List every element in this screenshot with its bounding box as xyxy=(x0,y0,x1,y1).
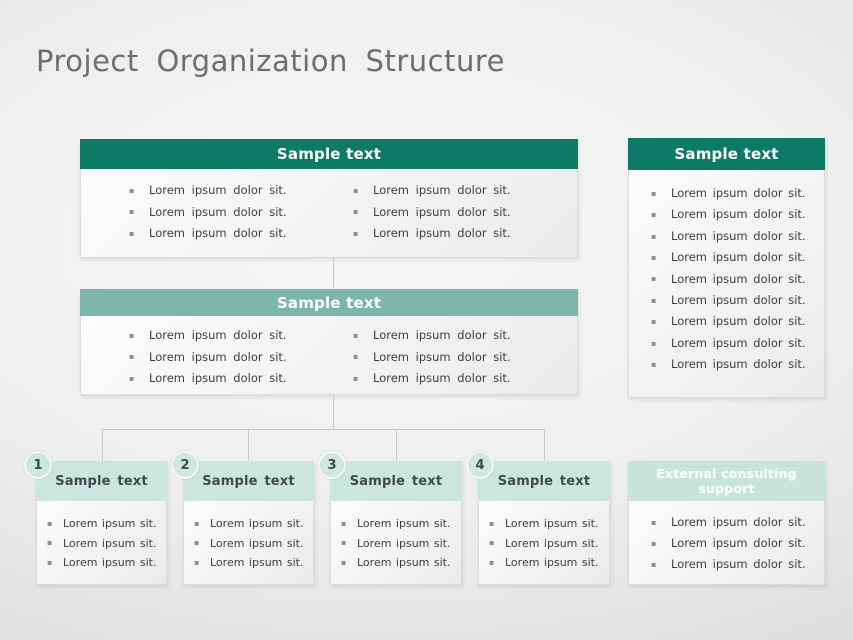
org-box-external: External consulting support Lorem ipsum … xyxy=(628,461,825,585)
org-box-middle-body: Lorem ipsum dolor sit. Lorem ipsum dolor… xyxy=(80,316,578,395)
bullet-item: Lorem ipsum sit. xyxy=(194,553,313,573)
org-box-top-header: Sample text xyxy=(80,139,578,169)
bullet-item: Lorem ipsum dolor sit. xyxy=(129,368,353,390)
org-box-team-4-header: Sample text xyxy=(478,461,610,501)
org-box-team-2-header: Sample text xyxy=(183,461,314,501)
org-box-side: Sample text Lorem ipsum dolor sit. Lorem… xyxy=(628,138,825,398)
org-box-team-4: 4 Sample text Lorem ipsum sit. Lorem ips… xyxy=(466,451,610,585)
org-box-team-2-body: Lorem ipsum sit. Lorem ipsum sit. Lorem … xyxy=(183,501,314,585)
bullet-column: Lorem ipsum dolor sit. Lorem ipsum dolor… xyxy=(129,180,353,257)
org-box-team-1-header: Sample text xyxy=(36,461,167,501)
bullet-item: Lorem ipsum sit. xyxy=(489,514,609,534)
connector-line xyxy=(248,429,249,461)
bullet-item: Lorem ipsum sit. xyxy=(47,534,166,554)
bullet-column: Lorem ipsum dolor sit. Lorem ipsum dolor… xyxy=(651,512,824,575)
bullet-item: Lorem ipsum sit. xyxy=(194,514,313,534)
org-box-external-body: Lorem ipsum dolor sit. Lorem ipsum dolor… xyxy=(628,501,825,585)
bullet-item: Lorem ipsum dolor sit. xyxy=(129,202,353,224)
connector-line xyxy=(396,429,397,461)
org-box-team-3-body: Lorem ipsum sit. Lorem ipsum sit. Lorem … xyxy=(330,501,462,585)
bullet-item: Lorem ipsum dolor sit. xyxy=(651,333,824,354)
bullet-item: Lorem ipsum sit. xyxy=(489,534,609,554)
bullet-item: Lorem ipsum dolor sit. xyxy=(651,269,824,290)
org-box-top: Sample text Lorem ipsum dolor sit. Lorem… xyxy=(80,139,578,258)
number-badge: 1 xyxy=(24,451,52,479)
org-box-side-body: Lorem ipsum dolor sit. Lorem ipsum dolor… xyxy=(628,170,825,398)
bullet-item: Lorem ipsum dolor sit. xyxy=(651,533,824,554)
bullet-item: Lorem ipsum sit. xyxy=(489,553,609,573)
bullet-item: Lorem ipsum sit. xyxy=(47,514,166,534)
org-box-team-3-header: Sample text xyxy=(330,461,462,501)
bullet-item: Lorem ipsum dolor sit. xyxy=(651,554,824,575)
bullet-item: Lorem ipsum sit. xyxy=(47,553,166,573)
bullet-item: Lorem ipsum sit. xyxy=(341,514,461,534)
bullet-item: Lorem ipsum dolor sit. xyxy=(651,311,824,332)
org-box-middle: Sample text Lorem ipsum dolor sit. Lorem… xyxy=(80,289,578,395)
bullet-item: Lorem ipsum dolor sit. xyxy=(353,223,577,245)
org-box-team-1: 1 Sample text Lorem ipsum sit. Lorem ips… xyxy=(24,451,167,585)
bullet-item: Lorem ipsum dolor sit. xyxy=(129,325,353,347)
bullet-item: Lorem ipsum dolor sit. xyxy=(353,325,577,347)
bullet-column: Lorem ipsum sit. Lorem ipsum sit. Lorem … xyxy=(194,514,313,573)
bullet-item: Lorem ipsum sit. xyxy=(341,534,461,554)
bullet-column: Lorem ipsum sit. Lorem ipsum sit. Lorem … xyxy=(341,514,461,573)
connector-line xyxy=(333,258,334,290)
connector-line xyxy=(102,429,545,430)
slide-title: Project Organization Structure xyxy=(36,44,505,78)
bullet-column: Lorem ipsum dolor sit. Lorem ipsum dolor… xyxy=(129,325,353,394)
bullet-item: Lorem ipsum dolor sit. xyxy=(129,223,353,245)
bullet-item: Lorem ipsum sit. xyxy=(194,534,313,554)
number-badge: 4 xyxy=(466,451,494,479)
connector-line xyxy=(102,429,103,461)
org-box-team-3: 3 Sample text Lorem ipsum sit. Lorem ips… xyxy=(318,451,462,585)
bullet-item: Lorem ipsum dolor sit. xyxy=(651,204,824,225)
bullet-item: Lorem ipsum dolor sit. xyxy=(651,354,824,375)
bullet-column: Lorem ipsum dolor sit. Lorem ipsum dolor… xyxy=(353,180,577,257)
bullet-item: Lorem ipsum dolor sit. xyxy=(353,180,577,202)
bullet-column: Lorem ipsum dolor sit. Lorem ipsum dolor… xyxy=(353,325,577,394)
bullet-item: Lorem ipsum dolor sit. xyxy=(651,183,824,204)
bullet-column: Lorem ipsum sit. Lorem ipsum sit. Lorem … xyxy=(47,514,166,573)
org-box-team-1-body: Lorem ipsum sit. Lorem ipsum sit. Lorem … xyxy=(36,501,167,585)
bullet-item: Lorem ipsum dolor sit. xyxy=(651,290,824,311)
org-box-side-header: Sample text xyxy=(628,138,825,170)
number-badge: 2 xyxy=(171,451,199,479)
bullet-item: Lorem ipsum dolor sit. xyxy=(651,247,824,268)
bullet-item: Lorem ipsum dolor sit. xyxy=(353,368,577,390)
org-box-external-header: External consulting support xyxy=(628,461,825,501)
connector-line xyxy=(544,429,545,461)
number-badge: 3 xyxy=(318,451,346,479)
org-box-team-2: 2 Sample text Lorem ipsum sit. Lorem ips… xyxy=(171,451,314,585)
org-box-top-body: Lorem ipsum dolor sit. Lorem ipsum dolor… xyxy=(80,169,578,258)
bullet-item: Lorem ipsum dolor sit. xyxy=(129,180,353,202)
bullet-item: Lorem ipsum sit. xyxy=(341,553,461,573)
org-box-team-4-body: Lorem ipsum sit. Lorem ipsum sit. Lorem … xyxy=(478,501,610,585)
bullet-item: Lorem ipsum dolor sit. xyxy=(651,226,824,247)
bullet-item: Lorem ipsum dolor sit. xyxy=(353,347,577,369)
bullet-item: Lorem ipsum dolor sit. xyxy=(129,347,353,369)
bullet-item: Lorem ipsum dolor sit. xyxy=(651,512,824,533)
bullet-item: Lorem ipsum dolor sit. xyxy=(353,202,577,224)
bullet-column: Lorem ipsum sit. Lorem ipsum sit. Lorem … xyxy=(489,514,609,573)
bullet-column: Lorem ipsum dolor sit. Lorem ipsum dolor… xyxy=(651,183,824,376)
org-box-middle-header: Sample text xyxy=(80,289,578,316)
connector-line xyxy=(333,395,334,429)
